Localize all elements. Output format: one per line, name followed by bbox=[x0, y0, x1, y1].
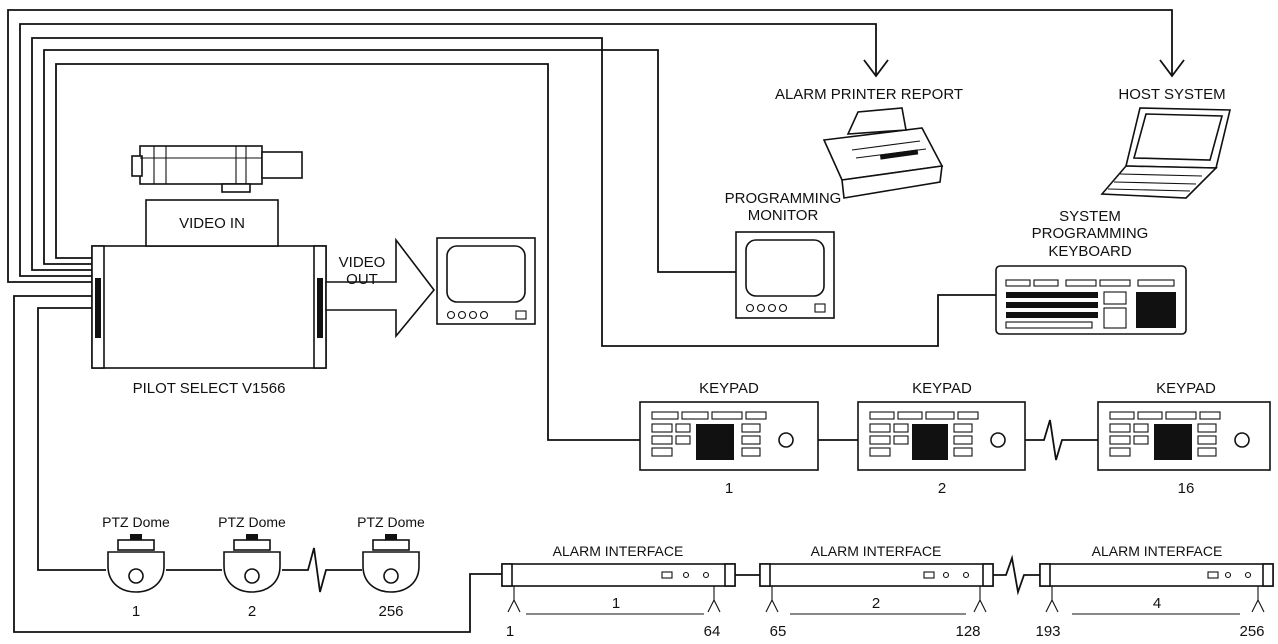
wire-host-system bbox=[7, 9, 1173, 283]
system-keyboard-label-1: SYSTEM bbox=[1059, 208, 1121, 225]
ptz-dome-1-title: PTZ Dome bbox=[102, 514, 170, 530]
wire-alarm-interfaces bbox=[13, 295, 502, 633]
alarm-interface-2-number: 2 bbox=[872, 595, 880, 612]
alarm-interface-1-range-start: 1 bbox=[506, 623, 514, 639]
keyboard-icon bbox=[995, 265, 1187, 335]
alarm-printer-label: ALARM PRINTER REPORT bbox=[775, 86, 963, 103]
alarm-interface-1: ALARM INTERFACE 1 1 64 bbox=[501, 543, 736, 640]
alarm-interface-1-range-end: 64 bbox=[704, 623, 721, 639]
pilot-select-unit: PILOT SELECT V1566 bbox=[91, 245, 327, 397]
pilot-select-label: PILOT SELECT V1566 bbox=[133, 380, 286, 397]
system-keyboard-label-2: PROGRAMMING bbox=[1032, 225, 1149, 242]
keypad-2-title: KEYPAD bbox=[912, 380, 972, 397]
pilot-select-left-handle bbox=[95, 278, 101, 338]
connection-wires bbox=[7, 9, 1185, 633]
alarm-interface-1-number: 1 bbox=[612, 595, 620, 612]
wire-alarm-2-4 bbox=[993, 554, 1040, 596]
video-in-label: VIDEO IN bbox=[179, 215, 245, 232]
alarm-interface-4-number: 4 bbox=[1153, 595, 1161, 612]
system-keyboard-label-3: KEYBOARD bbox=[1048, 243, 1132, 260]
video-out-label-1: VIDEO bbox=[339, 254, 386, 271]
printer-icon bbox=[822, 107, 944, 199]
ptz-dome-1: PTZ Dome 1 bbox=[102, 514, 170, 620]
arrowhead-host bbox=[1159, 59, 1185, 78]
alarm-interface-2-range-end: 128 bbox=[955, 623, 980, 639]
ptz-dome-256-number: 256 bbox=[378, 603, 403, 620]
keypad-1-number: 1 bbox=[725, 480, 733, 497]
alarm-interface-4-title: ALARM INTERFACE bbox=[1092, 543, 1223, 559]
video-in-block: VIDEO IN bbox=[145, 199, 279, 247]
pilot-select-body bbox=[91, 245, 327, 369]
pilot-select-right-handle bbox=[317, 278, 323, 338]
wire-domes bbox=[37, 307, 106, 571]
alarm-interface-4: ALARM INTERFACE 4 193 256 bbox=[1035, 543, 1274, 640]
ptz-dome-2-number: 2 bbox=[248, 603, 256, 620]
keypad-16: KEYPAD 16 bbox=[1097, 380, 1271, 497]
video-in-box bbox=[145, 199, 279, 247]
keypad-16-title: KEYPAD bbox=[1156, 380, 1216, 397]
video-out-label-2: OUT bbox=[346, 271, 378, 288]
programming-monitor: PROGRAMMING MONITOR bbox=[725, 190, 842, 319]
video-out-arrow: VIDEO OUT bbox=[325, 237, 436, 339]
video-monitor-icon bbox=[436, 237, 536, 325]
programming-monitor-label-1: PROGRAMMING bbox=[725, 190, 842, 207]
alarm-interface-2-range-start: 65 bbox=[770, 623, 787, 639]
video-out-arrow-shape bbox=[325, 237, 436, 339]
wire-alarm-printer bbox=[19, 23, 877, 277]
alarm-printer: ALARM PRINTER REPORT bbox=[775, 86, 963, 199]
wire-keypad-2-16 bbox=[1025, 419, 1098, 461]
ptz-dome-1-number: 1 bbox=[132, 603, 140, 620]
alarm-interface-2: ALARM INTERFACE 2 65 128 bbox=[759, 543, 994, 640]
ptz-dome-256-title: PTZ Dome bbox=[357, 514, 425, 530]
alarm-interface-1-title: ALARM INTERFACE bbox=[553, 543, 684, 559]
keypad-1-title: KEYPAD bbox=[699, 380, 759, 397]
ptz-dome-256: PTZ Dome 256 bbox=[357, 514, 425, 620]
alarm-interface-4-range-end: 256 bbox=[1239, 623, 1264, 639]
camera-icon bbox=[131, 145, 303, 193]
programming-monitor-label-2: MONITOR bbox=[748, 207, 819, 224]
keypad-1: KEYPAD 1 bbox=[639, 380, 819, 497]
wire-keypads bbox=[55, 63, 640, 441]
alarm-interface-2-title: ALARM INTERFACE bbox=[811, 543, 942, 559]
laptop-icon bbox=[1100, 107, 1232, 199]
keypad-2-number: 2 bbox=[938, 480, 946, 497]
wire-dome-2-256 bbox=[282, 547, 362, 593]
host-system-label: HOST SYSTEM bbox=[1118, 86, 1225, 103]
wire-system-keyboard bbox=[31, 37, 996, 347]
system-programming-keyboard: SYSTEM PROGRAMMING KEYBOARD bbox=[995, 208, 1187, 335]
keypad-2: KEYPAD 2 bbox=[857, 380, 1026, 497]
host-system: HOST SYSTEM bbox=[1100, 86, 1232, 199]
keypad-16-number: 16 bbox=[1178, 480, 1195, 497]
ptz-dome-2-title: PTZ Dome bbox=[218, 514, 286, 530]
alarm-interface-4-range-start: 193 bbox=[1035, 623, 1060, 639]
arrowhead-printer bbox=[863, 59, 889, 78]
ptz-dome-2: PTZ Dome 2 bbox=[218, 514, 286, 620]
wire-programming-monitor bbox=[43, 49, 736, 273]
